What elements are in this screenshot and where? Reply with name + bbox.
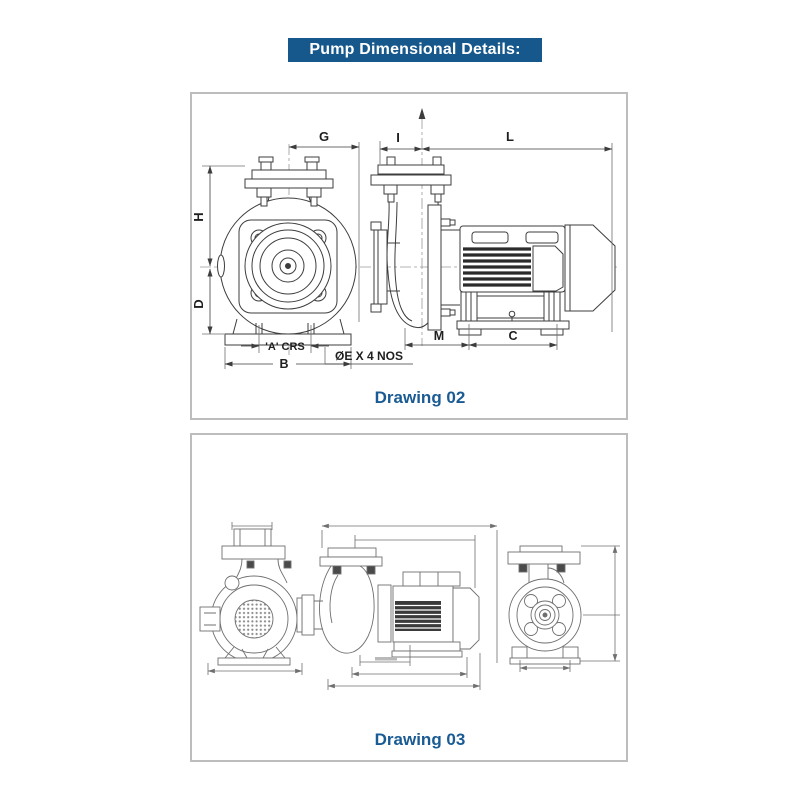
dim-label-bolt-note: ØE X 4 NOS: [335, 349, 403, 363]
dim-label-m: M: [434, 329, 444, 343]
dimension-lines: [202, 141, 613, 369]
dim-label-l: L: [506, 129, 514, 144]
dim-label-d: D: [192, 299, 206, 308]
dim-label-h: H: [192, 212, 206, 221]
pumpset-side-view: [296, 547, 480, 658]
dim-label-a-crs: 'A' CRS: [265, 341, 304, 353]
motor-side-view: [456, 224, 616, 336]
dim-label-b: B: [279, 357, 288, 371]
dim-label-i: I: [396, 130, 400, 145]
page-title-banner: Pump Dimensional Details:: [288, 38, 542, 62]
illegible-note: [375, 657, 397, 661]
dimension-labels: G I L H D 'A' CRS B ØE X 4 NOS M C: [192, 129, 518, 371]
dimension-lines: [207, 522, 620, 690]
pump-rear-view: [199, 528, 298, 666]
drawing03-figure: [199, 522, 620, 690]
dim-label-c: C: [508, 329, 517, 343]
page-title: Pump Dimensional Details:: [309, 41, 521, 58]
pump-side-view: [370, 156, 460, 331]
pump-front-view: [217, 156, 357, 346]
dim-label-g: G: [319, 129, 329, 144]
flow-arrow-icon: [418, 108, 426, 119]
drawing02-caption: Drawing 02: [374, 388, 466, 407]
drawing03-caption: Drawing 03: [374, 730, 466, 749]
drawing03-panel: Drawing 03: [190, 433, 628, 762]
pump-flange-view: [507, 545, 582, 665]
drawing02-panel: G I L H D 'A' CRS B ØE X 4 NOS M C Drawi…: [190, 92, 628, 420]
drawing02-figure: G I L H D 'A' CRS B ØE X 4 NOS M C: [192, 108, 620, 371]
